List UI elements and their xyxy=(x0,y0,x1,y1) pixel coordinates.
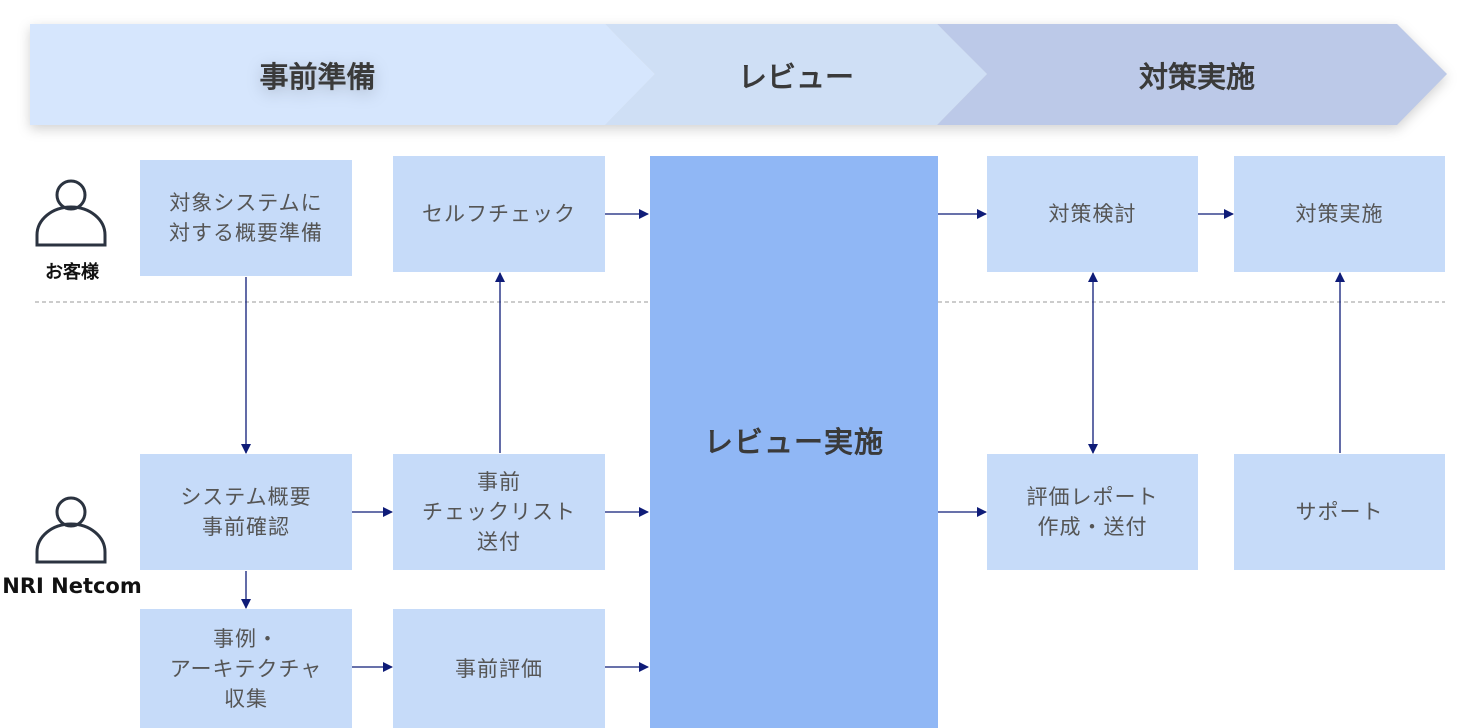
phase-chevron-2 xyxy=(605,24,987,125)
box-case-collect: 事例・ アーキテクチャ 収集 xyxy=(140,609,352,728)
phase-countermeasure: 対策実施 xyxy=(1138,59,1255,94)
actor-customer-label: お客様 xyxy=(45,262,99,283)
box-self-check: セルフチェック xyxy=(393,156,605,272)
phase-chevron-3 xyxy=(937,24,1447,125)
box-overview-prep: 対象システムに 対する概要準備 xyxy=(140,160,352,276)
phase-review: レビュー xyxy=(737,59,854,94)
phase-chevron-1 xyxy=(30,24,655,125)
box-checklist-send: 事前 チェックリスト 送付 xyxy=(393,454,605,570)
phase-prep: 事前準備 xyxy=(259,59,376,94)
box-support: サポート xyxy=(1234,454,1445,570)
box-review: レビュー実施 xyxy=(650,156,938,728)
box-countermeasure-impl: 対策実施 xyxy=(1234,156,1445,272)
box-countermeasure-study: 対策検討 xyxy=(987,156,1198,272)
box-report: 評価レポート 作成・送付 xyxy=(987,454,1198,570)
actor-provider-label: NRI Netcom xyxy=(2,574,142,598)
box-pre-eval: 事前評価 xyxy=(393,609,605,728)
box-system-overview: システム概要 事前確認 xyxy=(140,454,352,570)
